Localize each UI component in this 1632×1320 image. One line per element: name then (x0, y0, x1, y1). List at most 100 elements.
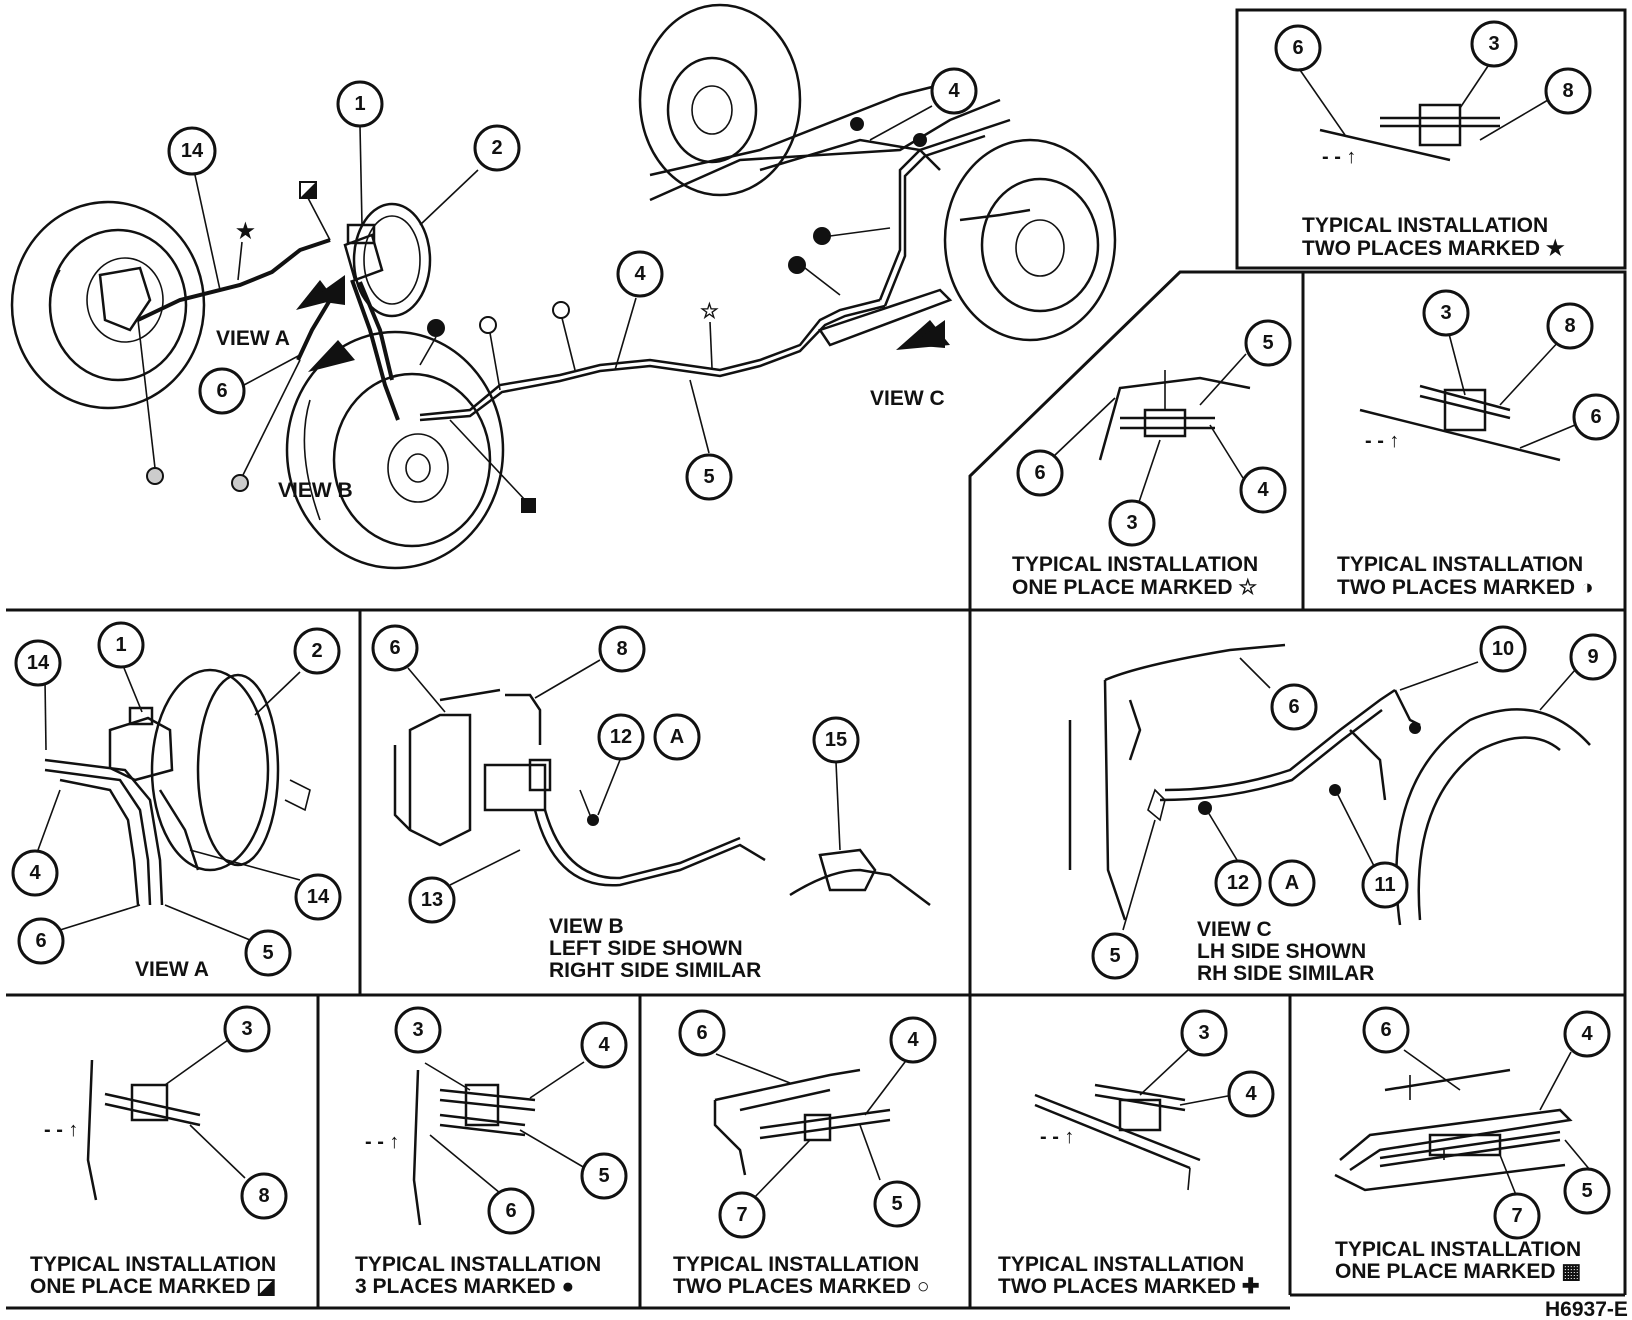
star-filled-icon: ★ (1546, 237, 1565, 260)
view-c-caption-3: RH SIDE SIMILAR (1197, 962, 1374, 985)
svg-text:12: 12 (610, 726, 632, 748)
front-right-wheel (285, 330, 505, 570)
callout-va-14b: 14 (294, 873, 342, 921)
svg-text:6: 6 (1292, 37, 1303, 59)
callout-b3-7: 7 (718, 1191, 766, 1239)
svg-text:6: 6 (216, 380, 227, 402)
callout-vc-5: 5 (1091, 932, 1139, 980)
callout-b4-4: 4 (1227, 1070, 1275, 1118)
svg-text:4: 4 (1245, 1083, 1257, 1105)
panel-mr2-title: TYPICAL INSTALLATION (1337, 553, 1583, 576)
filled-circle-icon: ● (562, 1275, 575, 1298)
callout-tr1-3: 3 (1470, 20, 1518, 68)
front-left-wheel (10, 200, 206, 410)
svg-text:7: 7 (736, 1204, 747, 1226)
svg-text:4: 4 (948, 80, 960, 102)
svg-text:3: 3 (1488, 33, 1499, 55)
callout-b5-7: 7 (1493, 1192, 1541, 1240)
panel-mr2-subtitle: TWO PLACES MARKED ◑ (1337, 576, 1594, 599)
svg-text:1: 1 (115, 634, 126, 656)
panel-b4-subtitle: TWO PLACES MARKED ✚ (998, 1275, 1259, 1298)
panel-mr1-subtitle: ONE PLACE MARKED ☆ (1012, 576, 1257, 599)
view-a-panel: 14 1 2 4 14 6 5 VIEW A (11, 621, 342, 981)
svg-text:10: 10 (1492, 638, 1514, 660)
svg-text:☆: ☆ (700, 300, 719, 323)
callout-vc-12: 12 (1214, 859, 1262, 907)
svg-text:14: 14 (181, 140, 204, 162)
svg-text:6: 6 (696, 1022, 707, 1044)
half-circle-icon: ◑ (1581, 576, 1594, 599)
panel-two-places-star-filled: - - ↑ 6 3 8 TYPICAL INSTALLATION TWO PLA… (1274, 20, 1592, 260)
route-markers: ★ ☆ (137, 117, 927, 513)
callout-main-1: 1 (336, 80, 384, 128)
star-outline-icon: ☆ (1238, 576, 1257, 599)
callout-vb-8: 8 (598, 625, 646, 673)
panel-three-places-filled-circle: - - ↑ 3 4 5 6 TYPICAL INSTALLATION 3 PLA… (355, 1006, 628, 1298)
svg-text:6: 6 (1288, 696, 1299, 718)
view-c-caption-1: VIEW C (1197, 918, 1272, 941)
callout-main-14: 14 (167, 126, 217, 176)
svg-text:2: 2 (311, 640, 322, 662)
svg-text:- - ↑: - - ↑ (1322, 146, 1356, 168)
panel-one-place-star-outline: 5 6 4 3 TYPICAL INSTALLATION ONE PLACE M… (1012, 319, 1292, 599)
callout-main-2: 2 (473, 124, 521, 172)
callout-va-1: 1 (97, 621, 145, 669)
view-c-label: VIEW C (870, 387, 945, 410)
callout-b2-6: 6 (487, 1187, 535, 1235)
svg-text:3: 3 (1126, 512, 1137, 534)
svg-text:5: 5 (1581, 1180, 1592, 1202)
svg-text:4: 4 (1257, 479, 1269, 501)
svg-text:- - ↑: - - ↑ (1365, 430, 1399, 452)
callout-mr2-8: 8 (1546, 302, 1594, 350)
callout-main-4: 4 (616, 250, 664, 298)
callout-vc-6: 6 (1270, 683, 1318, 731)
svg-text:8: 8 (1564, 315, 1575, 337)
view-b-label: VIEW B (278, 479, 353, 502)
svg-text:4: 4 (1581, 1023, 1593, 1045)
brake-booster (343, 202, 432, 318)
callout-tr1-8: 8 (1544, 67, 1592, 115)
svg-text:3: 3 (1440, 302, 1451, 324)
cross-icon: ✚ (1242, 1275, 1260, 1298)
panel-b3-subtitle: TWO PLACES MARKED ○ (673, 1275, 930, 1298)
panel-tr1-subtitle: TWO PLACES MARKED ★ (1302, 237, 1565, 260)
panel-one-place-half-square: - - ↑ 3 8 TYPICAL INSTALLATION ONE PLACE… (30, 1005, 288, 1298)
panel-b1-title: TYPICAL INSTALLATION (30, 1253, 276, 1276)
svg-text:5: 5 (891, 1193, 902, 1215)
svg-text:5: 5 (1262, 332, 1273, 354)
callout-vb-15: 15 (812, 716, 860, 764)
callout-vc-11: 11 (1361, 861, 1409, 909)
svg-text:4: 4 (598, 1034, 610, 1056)
callout-vb-13: 13 (408, 876, 456, 924)
panel-two-places-half-circle: - - ↑ 3 8 6 TYPICAL INSTALLATION TWO PLA… (1337, 289, 1620, 599)
callout-b5-6: 6 (1362, 1006, 1410, 1054)
panel-b5-subtitle: ONE PLACE MARKED ▦ (1335, 1260, 1581, 1283)
callout-va-14: 14 (14, 639, 62, 687)
panel-b2-title: TYPICAL INSTALLATION (355, 1253, 601, 1276)
svg-text:3: 3 (241, 1018, 252, 1040)
half-square-icon: ◪ (256, 1275, 276, 1298)
svg-text:6: 6 (1590, 406, 1601, 428)
callout-vb-12: 12 (597, 713, 645, 761)
svg-text:1: 1 (354, 93, 365, 115)
svg-text:- - ↑: - - ↑ (44, 1119, 78, 1141)
brake-lines (137, 118, 1031, 422)
callout-mr1-3: 3 (1108, 499, 1156, 547)
svg-text:13: 13 (421, 889, 443, 911)
callout-main-4-rear: 4 (930, 67, 978, 115)
svg-text:- - ↑: - - ↑ (365, 1131, 399, 1153)
view-b-caption-1: VIEW B (549, 915, 624, 938)
callout-mr2-3: 3 (1422, 289, 1470, 337)
callout-b3-4: 4 (889, 1016, 937, 1064)
callout-vb-a: A (653, 713, 701, 761)
callout-mr1-5: 5 (1244, 319, 1292, 367)
view-b-caption-3: RIGHT SIDE SIMILAR (549, 959, 761, 982)
svg-text:6: 6 (1034, 462, 1045, 484)
callout-b2-3: 3 (394, 1006, 442, 1054)
svg-text:6: 6 (389, 637, 400, 659)
panel-b2-subtitle: 3 PLACES MARKED ● (355, 1275, 574, 1298)
svg-text:8: 8 (616, 638, 627, 660)
svg-text:4: 4 (907, 1029, 919, 1051)
